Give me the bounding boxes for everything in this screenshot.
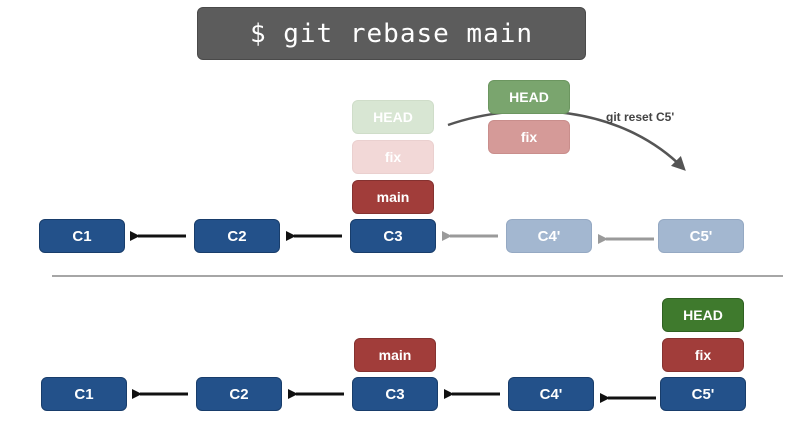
head-ref-faint: HEAD	[352, 100, 434, 134]
main-branch-top: main	[352, 180, 434, 214]
main-branch-bottom: main	[354, 338, 436, 372]
commit-c1-top: C1	[39, 219, 125, 253]
commit-c2-bottom: C2	[196, 377, 282, 411]
commit-c4-prime-bottom: C4'	[508, 377, 594, 411]
commit-c5-prime-bottom: C5'	[660, 377, 746, 411]
command-banner: $ git rebase main	[197, 7, 586, 60]
reset-curve-arrow	[447, 109, 686, 171]
head-ref-moving: HEAD	[488, 80, 570, 114]
commit-c4-prime-top: C4'	[506, 219, 592, 253]
commit-c1-bottom: C1	[41, 377, 127, 411]
fix-branch-moving: fix	[488, 120, 570, 154]
reset-label: git reset C5'	[606, 110, 675, 124]
fix-branch-faint: fix	[352, 140, 434, 174]
head-ref-bottom: HEAD	[662, 298, 744, 332]
commit-c3-bottom: C3	[352, 377, 438, 411]
commit-c5-prime-top: C5'	[658, 219, 744, 253]
commit-c3-top: C3	[350, 219, 436, 253]
fix-branch-bottom: fix	[662, 338, 744, 372]
commit-c2-top: C2	[194, 219, 280, 253]
